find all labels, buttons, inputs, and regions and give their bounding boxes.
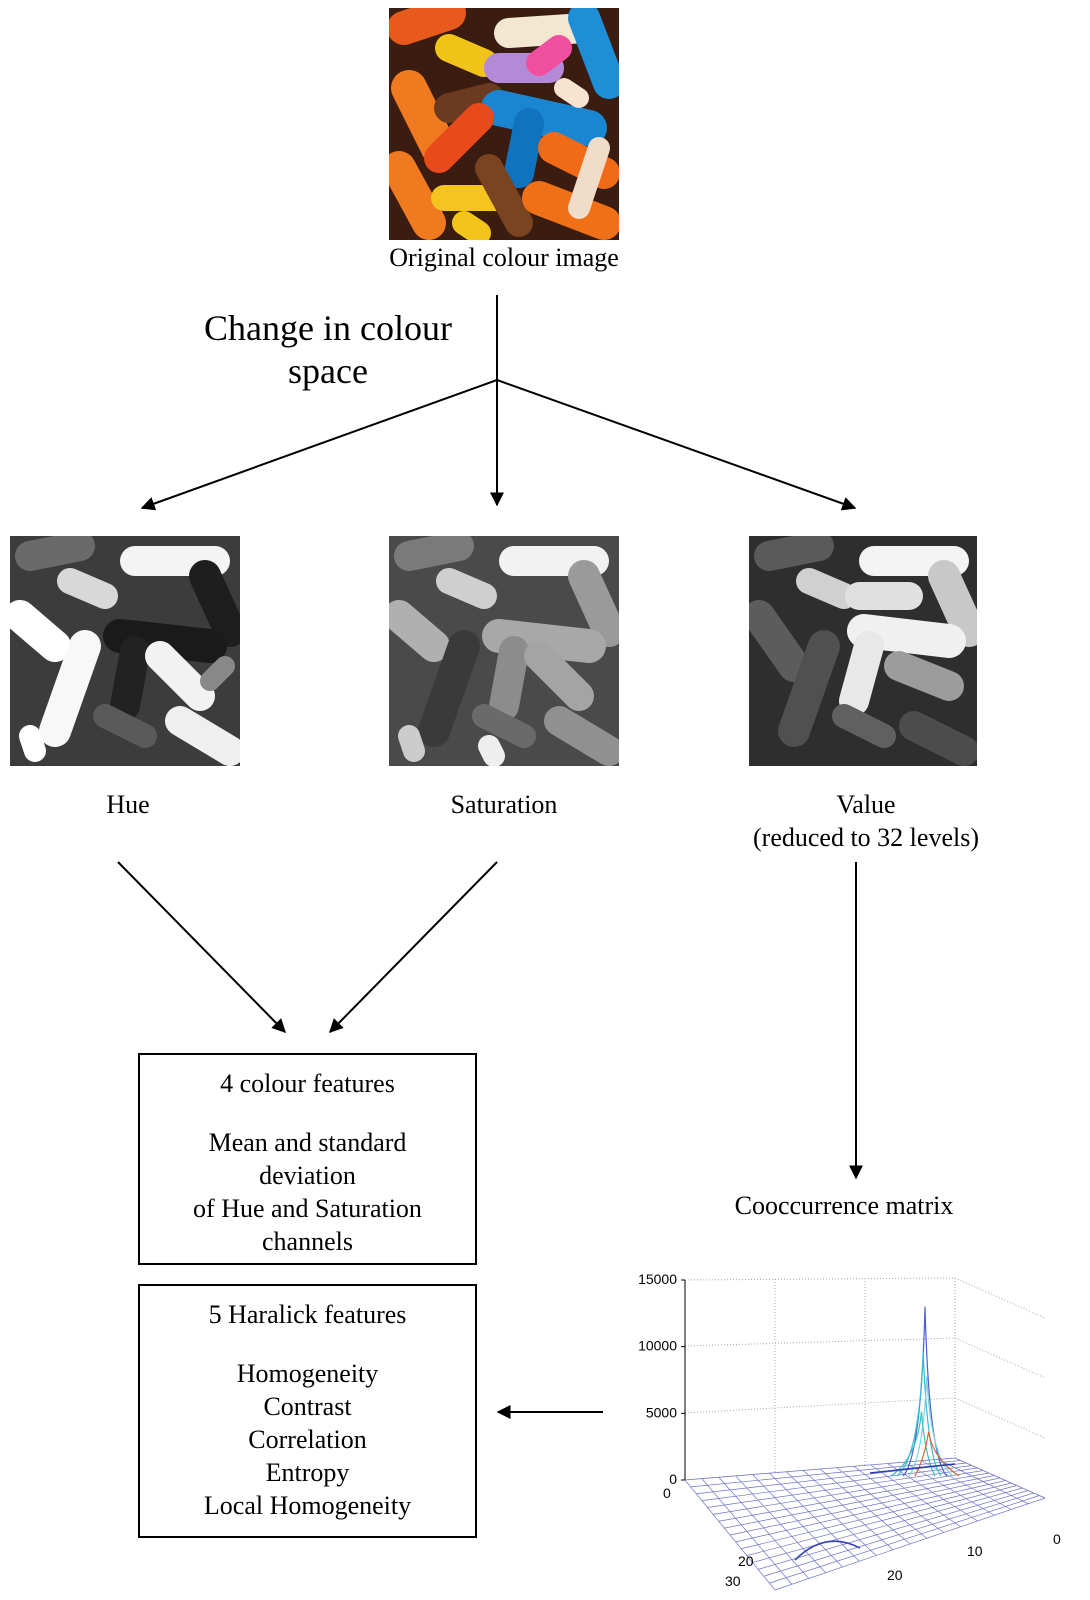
surface-mesh-line (887, 1463, 978, 1522)
haralick-feature-item: Correlation (248, 1425, 367, 1454)
plot-grid-line (684, 1337, 956, 1347)
surface-ridge (794, 1540, 861, 1561)
surface-mesh-line (752, 1487, 1023, 1563)
colour-space-label-line1: Change in colour (204, 308, 452, 348)
arrow-hue-to-colour-box (117, 861, 286, 1033)
plot-grid-line (954, 1397, 1046, 1439)
colour-features-line: channels (262, 1227, 353, 1256)
plot-back-wall-edge (954, 1277, 1046, 1319)
surface-mesh-line (746, 1485, 1017, 1556)
z-tick-label: 0 (669, 1471, 677, 1487)
colour-space-label-line2: space (288, 351, 368, 391)
arrow-to-hue (140, 379, 498, 511)
z-tick-label: 5000 (646, 1404, 677, 1420)
value-channel-image (749, 536, 977, 766)
cooccurrence-title: Cooccurrence matrix (734, 1191, 954, 1220)
plot-grid-line (684, 1397, 956, 1414)
surface-mesh-line (819, 1468, 911, 1545)
surface-peak-line (890, 1411, 936, 1477)
haralick-feature-item: Local Homogeneity (203, 1491, 412, 1520)
colour-features-title: 4 colour features (220, 1069, 395, 1098)
value-caption-line1: Value (836, 790, 896, 819)
hue-caption: Hue (106, 790, 150, 819)
original-image-caption: Original colour image (389, 243, 619, 272)
haralick-feature-item: Entropy (265, 1458, 350, 1487)
surface-ridge (869, 1463, 956, 1474)
haralick-feature-item: Contrast (263, 1392, 352, 1421)
plot-grid-line (954, 1337, 1046, 1379)
value-caption-line2: (reduced to 32 levels) (753, 823, 979, 852)
saturation-channel-image (389, 536, 619, 766)
colour-features-line: Mean and standard (208, 1128, 407, 1157)
y-tick-label: 10 (967, 1543, 983, 1559)
colour-features-box: 4 colour features Mean and standard devi… (138, 1053, 477, 1265)
y-tick-label: 20 (887, 1567, 903, 1583)
origin-tick-label: 0 (663, 1485, 671, 1501)
surface-mesh-line (769, 1495, 1040, 1584)
surface-peak-line (902, 1306, 948, 1477)
surface-mesh-line (954, 1457, 1046, 1499)
surface-peak-line (908, 1376, 954, 1477)
surface-mesh-line (921, 1460, 1012, 1510)
surface-mesh-line (741, 1482, 1012, 1550)
x-tick-label: 30 (725, 1573, 741, 1589)
arrow-saturation-to-colour-box (329, 861, 498, 1033)
surface-mesh-line (904, 1461, 995, 1516)
surface-mesh-line (774, 1497, 1046, 1591)
surface-mesh-line (853, 1465, 944, 1533)
saturation-caption: Saturation (450, 790, 558, 819)
surface-mesh-line (937, 1459, 1029, 1505)
surface-mesh-line (836, 1467, 928, 1539)
colour-features-line: of Hue and Saturation (193, 1194, 422, 1223)
arrow-to-value (496, 379, 857, 511)
surface-mesh-line (763, 1492, 1034, 1577)
plot-back-wall-edge (684, 1277, 956, 1281)
haralick-features-title: 5 Haralick features (208, 1300, 407, 1329)
y-tick-label: 0 (1053, 1531, 1061, 1547)
original-colour-image (389, 8, 619, 240)
surface-mesh-line (870, 1464, 961, 1528)
haralick-features-box: 5 Haralick features Homogeneity Contrast… (138, 1284, 477, 1538)
surface-mesh-line (758, 1490, 1029, 1570)
colour-features-line: deviation (259, 1161, 356, 1190)
surface-mesh-line (735, 1480, 1006, 1543)
z-tick-label: 10000 (638, 1338, 677, 1354)
hue-channel-image (10, 536, 240, 766)
haralick-feature-item: Homogeneity (236, 1359, 379, 1388)
x-tick-label: 20 (738, 1553, 754, 1569)
z-tick-label: 15000 (638, 1271, 677, 1287)
